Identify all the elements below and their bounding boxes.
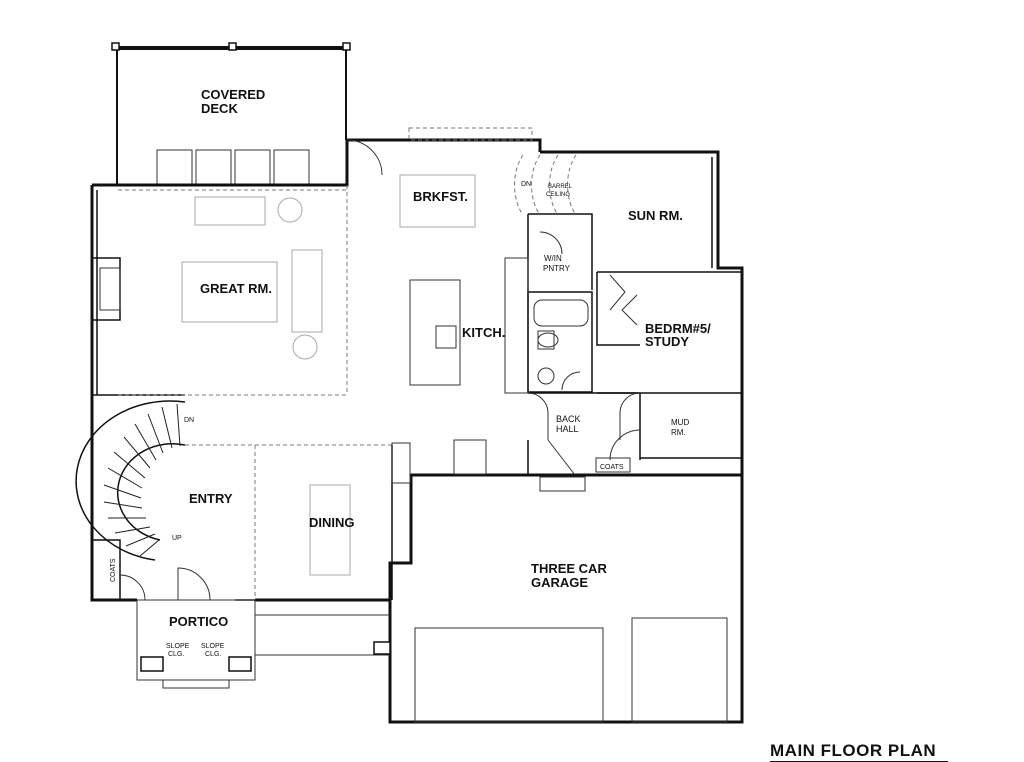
portico-structure	[136, 599, 391, 689]
label-dining: DINING	[309, 515, 355, 530]
plan-notes: DN UP DN BARREL CEILING SLOPE CLG. SLOPE…	[166, 181, 573, 658]
note-dn-stair: DN	[184, 417, 194, 424]
label-mud-rm-1: MUD	[671, 418, 689, 427]
spiral-staircase	[75, 400, 186, 561]
note-dn-sun: DN	[521, 181, 531, 188]
label-portico: PORTICO	[169, 614, 228, 629]
label-mud-rm-2: RM.	[671, 428, 686, 437]
label-covered-deck-2: DECK	[201, 101, 238, 116]
label-back-hall-1: BACK	[556, 414, 581, 424]
note-slope-a1: SLOPE	[166, 643, 190, 650]
plan-title-block: MAIN FLOOR PLAN	[770, 742, 936, 760]
room-labels: COVERED DECK BRKFST. SUN RM. GREAT RM. W…	[110, 87, 711, 629]
note-barrel-1: BARREL	[548, 184, 573, 190]
label-back-hall-2: HALL	[556, 424, 579, 434]
label-bedrm-2: STUDY	[645, 334, 689, 349]
label-great-rm: GREAT RM.	[200, 281, 272, 296]
label-sun-rm: SUN RM.	[628, 208, 683, 223]
label-garage-2: GARAGE	[531, 575, 588, 590]
note-slope-b1: SLOPE	[201, 643, 225, 650]
label-win-pntry-2: PNTRY	[543, 264, 571, 273]
note-slope-a2: CLG.	[168, 651, 184, 658]
door-swings	[346, 139, 641, 492]
label-brkfst: BRKFST.	[413, 189, 468, 204]
note-barrel-2: CEILING	[546, 192, 570, 198]
label-entry: ENTRY	[189, 491, 233, 506]
label-bedrm-1: BEDRM#5/	[645, 321, 711, 336]
label-coats-back: COATS	[600, 464, 624, 471]
furniture	[181, 174, 476, 576]
plan-title: MAIN FLOOR PLAN	[770, 741, 937, 760]
note-up-stair: UP	[172, 535, 182, 542]
note-slope-b2: CLG.	[205, 651, 221, 658]
label-garage-1: THREE CAR	[531, 561, 607, 576]
label-kitch: KITCH.	[462, 325, 505, 340]
label-win-pntry-1: W/IN	[544, 254, 562, 263]
label-coats-entry: COATS	[110, 558, 117, 582]
label-covered-deck-1: COVERED	[201, 87, 265, 102]
interior-walls	[91, 127, 742, 723]
